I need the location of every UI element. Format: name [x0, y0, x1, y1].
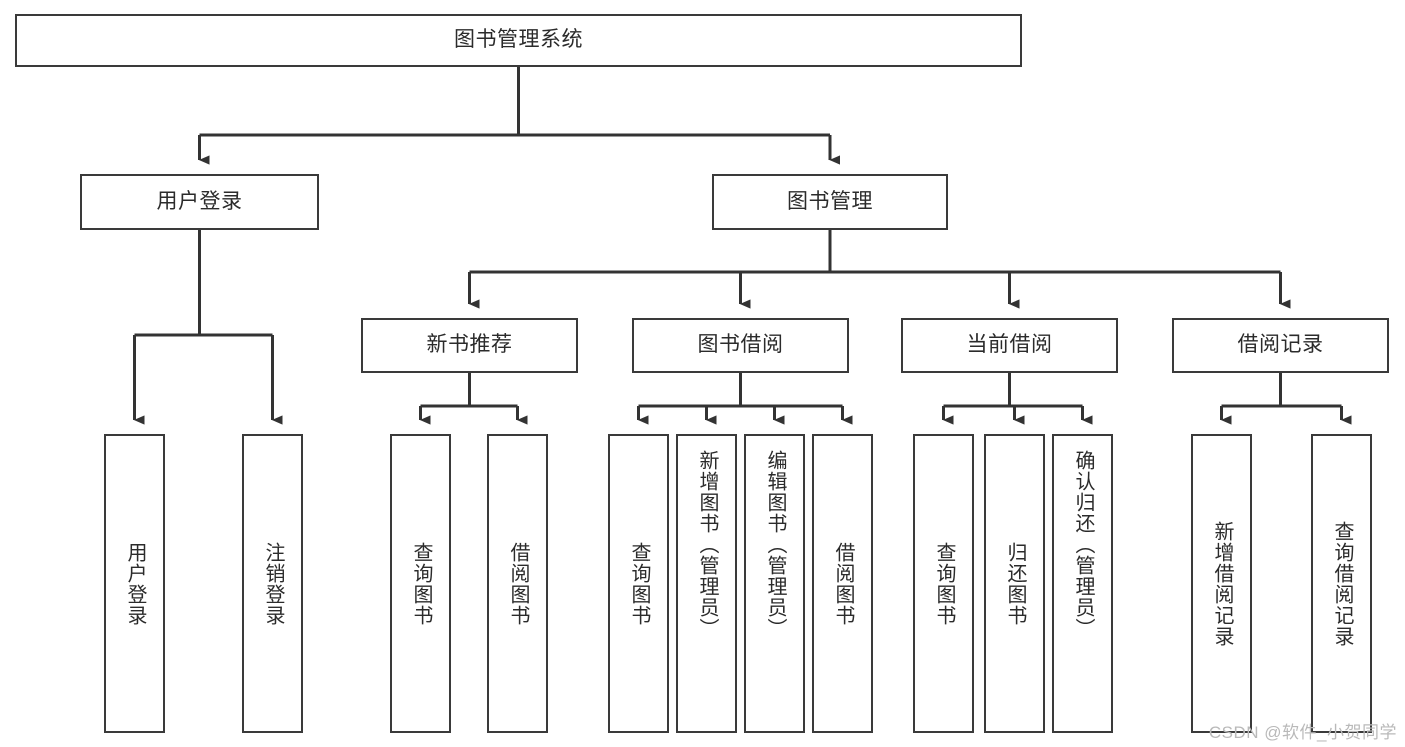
node-leaf-add-book-label: 新增图书（管理员） — [696, 450, 718, 639]
node-new-book-rec[interactable]: 新书推荐 — [361, 318, 578, 373]
node-current-borrow[interactable]: 当前借阅 — [901, 318, 1118, 373]
node-leaf-logout[interactable]: 注销登录 — [242, 434, 303, 733]
node-leaf-borrow-book-2-label: 借阅图书 — [832, 541, 854, 626]
node-leaf-query-record[interactable]: 查询借阅记录 — [1311, 434, 1372, 733]
node-leaf-user-login[interactable]: 用户登录 — [104, 434, 165, 733]
node-leaf-add-book[interactable]: 新增图书（管理员） — [676, 434, 737, 733]
node-leaf-return-book-label: 归还图书 — [1004, 541, 1026, 626]
node-user-login[interactable]: 用户登录 — [80, 174, 319, 230]
node-leaf-query-book-1-label: 查询图书 — [410, 541, 432, 626]
node-leaf-add-record[interactable]: 新增借阅记录 — [1191, 434, 1252, 733]
node-current-borrow-label: 当前借阅 — [966, 333, 1053, 357]
node-user-login-label: 用户登录 — [156, 189, 243, 213]
node-book-manage[interactable]: 图书管理 — [712, 174, 948, 230]
node-root[interactable]: 图书管理系统 — [15, 14, 1022, 67]
watermark-text: CSDN @软件_小贺同学 — [1208, 723, 1397, 742]
node-leaf-query-book-3-label: 查询图书 — [933, 541, 955, 626]
node-borrow-record-label: 借阅记录 — [1237, 333, 1324, 357]
node-leaf-borrow-book-1[interactable]: 借阅图书 — [487, 434, 548, 733]
node-book-manage-label: 图书管理 — [787, 189, 873, 213]
node-leaf-query-book-3[interactable]: 查询图书 — [913, 434, 974, 733]
node-leaf-confirm-return[interactable]: 确认归还（管理员） — [1052, 434, 1113, 733]
node-borrow-record[interactable]: 借阅记录 — [1172, 318, 1389, 373]
node-leaf-edit-book[interactable]: 编辑图书（管理员） — [744, 434, 805, 733]
node-leaf-logout-label: 注销登录 — [262, 541, 284, 626]
node-leaf-confirm-return-label: 确认归还（管理员） — [1072, 450, 1094, 639]
node-leaf-borrow-book-2[interactable]: 借阅图书 — [812, 434, 873, 733]
node-leaf-return-book[interactable]: 归还图书 — [984, 434, 1045, 733]
node-new-book-rec-label: 新书推荐 — [426, 333, 513, 357]
node-book-borrow[interactable]: 图书借阅 — [632, 318, 849, 373]
node-root-label: 图书管理系统 — [454, 28, 583, 52]
node-leaf-query-record-label: 查询借阅记录 — [1331, 520, 1353, 647]
node-leaf-edit-book-label: 编辑图书（管理员） — [764, 450, 786, 639]
node-leaf-query-book-2-label: 查询图书 — [628, 541, 650, 626]
node-leaf-add-record-label: 新增借阅记录 — [1211, 520, 1233, 647]
node-book-borrow-label: 图书借阅 — [697, 333, 784, 357]
node-leaf-query-book-2[interactable]: 查询图书 — [608, 434, 669, 733]
node-leaf-user-login-label: 用户登录 — [124, 541, 146, 626]
node-leaf-borrow-book-1-label: 借阅图书 — [507, 541, 529, 626]
node-leaf-query-book-1[interactable]: 查询图书 — [390, 434, 451, 733]
